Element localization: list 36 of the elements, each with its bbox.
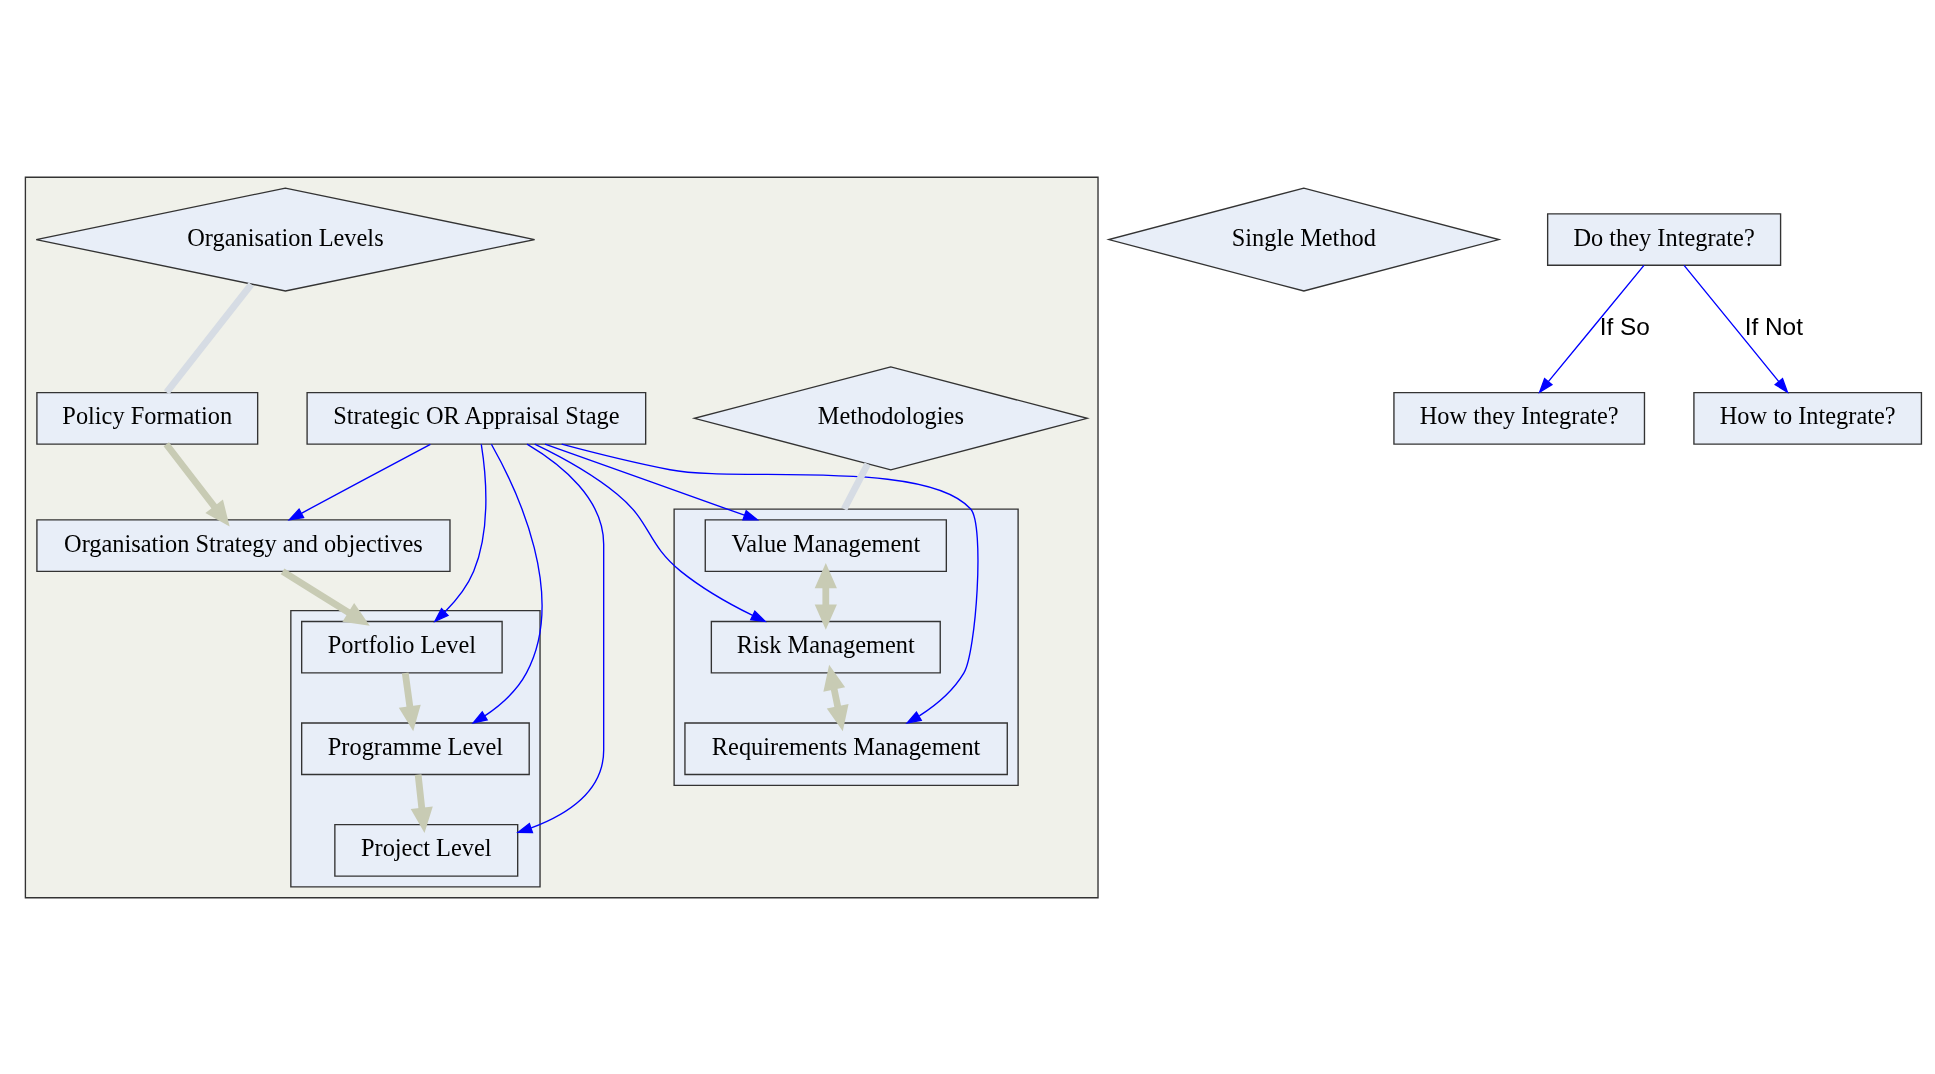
node-box: How they Integrate? xyxy=(1392,391,1645,445)
arrow xyxy=(1537,264,1645,394)
connector xyxy=(840,461,871,511)
arrow xyxy=(515,442,604,833)
arrow xyxy=(280,568,370,626)
edge-label: If Not xyxy=(1744,312,1803,340)
node-box: Do they Integrate? xyxy=(1546,212,1781,266)
node-box: Programme Level xyxy=(300,721,530,775)
node-diamond: Organisation Levels xyxy=(35,186,535,292)
arrow xyxy=(163,441,230,526)
arrow xyxy=(822,664,849,731)
arrow xyxy=(543,442,759,521)
arrow xyxy=(814,562,837,630)
node-box: Organisation Strategy and objectives xyxy=(35,518,451,572)
node-box: Policy Formation xyxy=(35,391,258,445)
arrow xyxy=(432,443,487,623)
node-diamond: Methodologies xyxy=(691,365,1090,470)
node-box: Risk Management xyxy=(710,620,941,674)
cluster xyxy=(289,609,541,888)
node-box: Value Management xyxy=(704,518,947,572)
node-box: Strategic OR Appraisal Stage xyxy=(305,391,646,445)
node-box: Requirements Management xyxy=(683,721,1008,775)
connector xyxy=(163,281,254,394)
arrow xyxy=(560,443,979,724)
node-box: Project Level xyxy=(333,823,518,877)
arrow xyxy=(470,443,543,724)
arrow xyxy=(398,672,421,731)
arrow xyxy=(533,442,767,622)
arrow xyxy=(287,443,431,521)
cluster xyxy=(24,176,1099,898)
arrow xyxy=(410,773,433,833)
arrow xyxy=(1682,264,1789,394)
node-diamond: Single Method xyxy=(1105,186,1502,292)
node-box: Portfolio Level xyxy=(300,620,503,674)
node-box: How to Integrate? xyxy=(1692,391,1922,445)
edge-label: If So xyxy=(1599,312,1650,340)
